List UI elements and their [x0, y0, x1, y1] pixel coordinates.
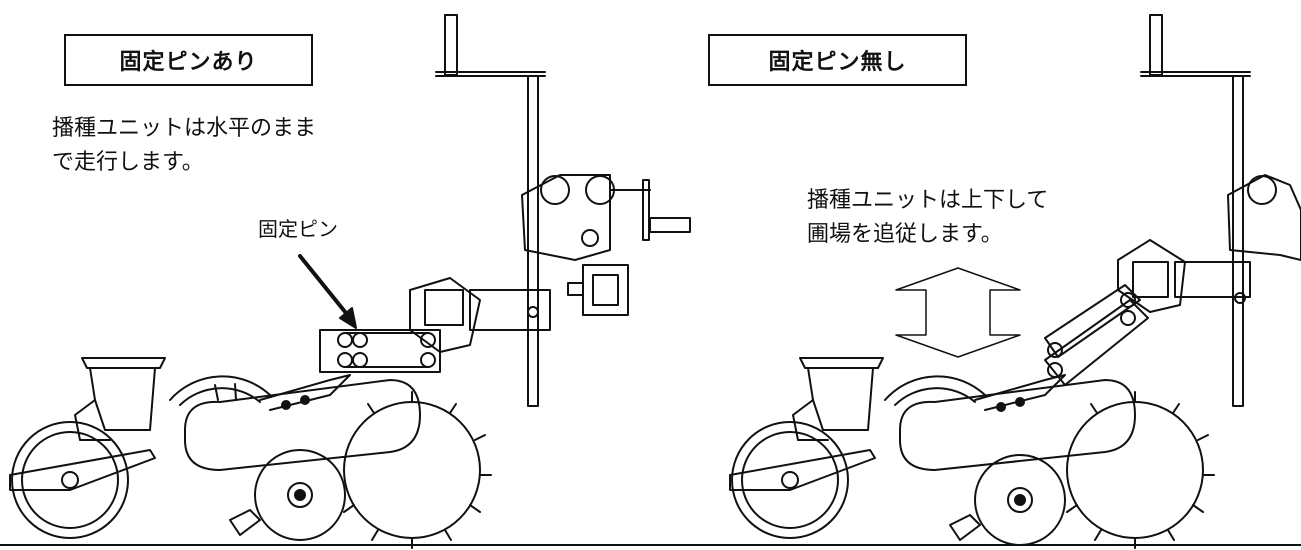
left-description: 播種ユニットは水平のまま で走行します。 — [52, 116, 317, 175]
right-title-box: 固定ピン無し — [708, 34, 967, 86]
up-down-arrow-icon — [895, 267, 1021, 358]
right-title: 固定ピン無し — [768, 50, 907, 75]
handle-grip — [444, 14, 458, 76]
right-description: 播種ユニットは上下して 圃場を追従します。 — [807, 188, 1049, 247]
pin-label: 固定ピン — [258, 217, 338, 241]
left-title-box: 固定ピンあり — [64, 34, 313, 86]
left-seeder-illustration — [9, 14, 691, 549]
left-title: 固定ピンあり — [119, 50, 258, 75]
right-seeder-illustration — [729, 14, 1301, 549]
handle-grip — [1149, 14, 1163, 76]
pin-pointer-arrow — [298, 254, 357, 329]
